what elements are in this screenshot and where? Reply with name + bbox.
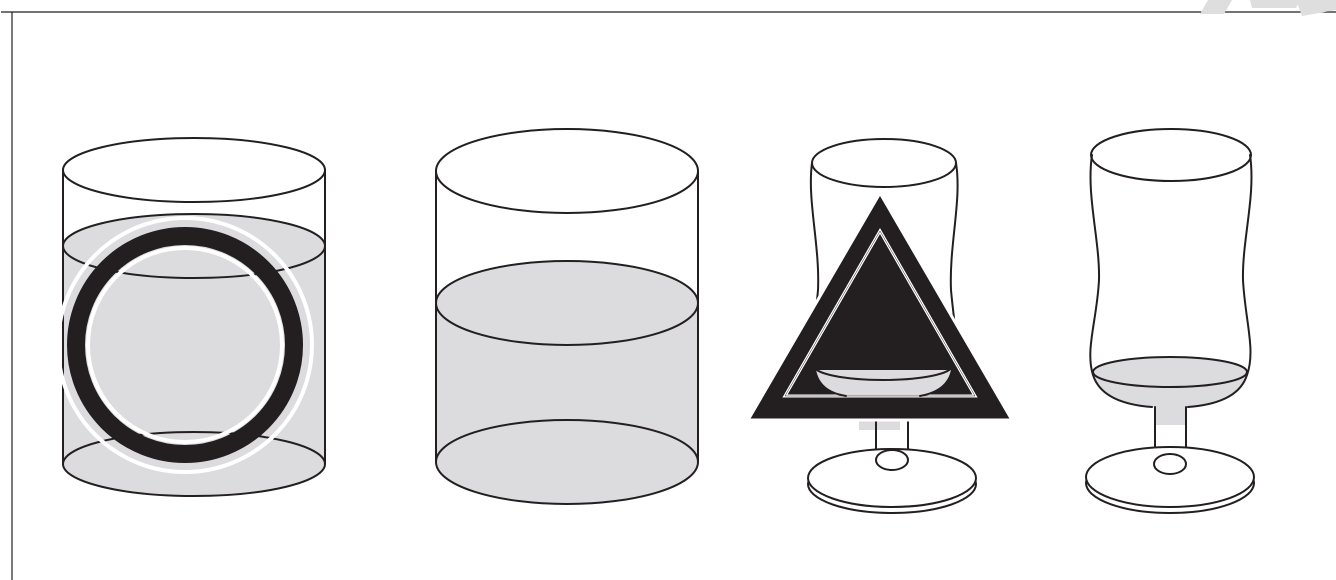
vessel-comparison-figure [0, 0, 1336, 580]
